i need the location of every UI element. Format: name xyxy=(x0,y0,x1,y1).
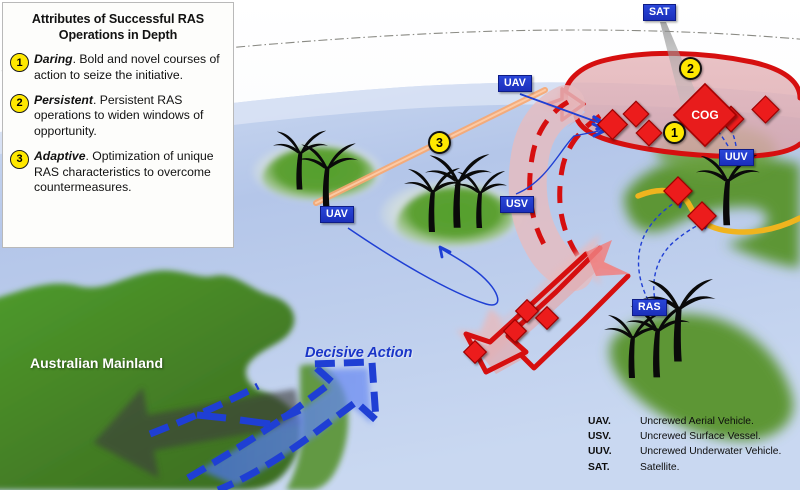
panel-title: Attributes of Successful RAS Operations … xyxy=(31,12,205,43)
cog-label: COG xyxy=(691,108,718,122)
abbrev-row-sat: SAT. Satellite. xyxy=(588,461,781,476)
island-center xyxy=(380,180,524,248)
abbrev-row-uav: UAV. Uncrewed Aerial Vehicle. xyxy=(588,415,781,430)
abbrev-key-sat: SAT. xyxy=(588,461,610,473)
attribute-text-3: Adaptive. Optimization of unique RAS cha… xyxy=(34,149,225,196)
abbrev-key-uuv: UUV. xyxy=(588,446,612,458)
attribute-term-1: Daring xyxy=(34,52,73,67)
palm-trees xyxy=(273,130,760,378)
mainland-label: Australian Mainland xyxy=(30,355,164,371)
decisive-action-label: Decisive Action xyxy=(305,345,413,361)
abbrev-value-sat: Satellite. xyxy=(640,461,680,473)
map-label-ras[interactable]: RAS xyxy=(632,299,667,317)
attribute-item-2: 2 Persistent. Persistent RAS operations … xyxy=(9,93,225,140)
callout-marker-3[interactable]: 3 xyxy=(428,131,451,154)
attributes-panel: Attributes of Successful RAS Operations … xyxy=(2,2,234,248)
attribute-body-2: . Persistent RAS operations to widen win… xyxy=(34,92,204,139)
callout-marker-1[interactable]: 1 xyxy=(663,121,686,144)
map-label-usv[interactable]: USV xyxy=(500,196,535,214)
attribute-item-1: 1 Daring. Bold and novel courses of acti… xyxy=(9,52,225,83)
island-east-large xyxy=(624,153,800,268)
attribute-term-2: Persistent xyxy=(34,92,93,107)
attribute-term-3: Adaptive xyxy=(34,148,86,163)
attribute-item-3: 3 Adaptive. Optimization of unique RAS c… xyxy=(9,149,225,196)
abbrev-key-usv: USV. xyxy=(588,431,612,443)
mainland-grey-arrow xyxy=(93,387,302,478)
map-label-sat[interactable]: SAT xyxy=(643,4,676,22)
abbrev-value-usv: Uncrewed Surface Vessel. xyxy=(640,431,761,443)
enemy-unit-diamonds xyxy=(462,82,780,365)
map-label-uuv[interactable]: UUV xyxy=(719,149,754,167)
abbrev-row-usv: USV. Uncrewed Surface Vessel. xyxy=(588,430,781,445)
attribute-body-3: . Optimization of unique RAS characteris… xyxy=(34,148,214,195)
attribute-text-1: Daring. Bold and novel courses of action… xyxy=(34,52,225,83)
abbreviation-legend: UAV. Uncrewed Aerial Vehicle. USV. Uncre… xyxy=(588,415,781,476)
abbrev-value-uuv: Uncrewed Underwater Vehicle. xyxy=(640,446,782,458)
island-west xyxy=(252,142,384,202)
cog-diamond xyxy=(672,82,738,148)
attribute-body-1: . Bold and novel courses of action to se… xyxy=(34,52,220,82)
attribute-bullet-2: 2 xyxy=(10,93,29,113)
map-label-uav-west[interactable]: UAV xyxy=(320,206,354,224)
abbrev-key-uav: UAV. xyxy=(588,416,611,427)
map-label-uav-north[interactable]: UAV xyxy=(498,75,532,93)
blue-decisive-action-arrow xyxy=(148,358,380,490)
attribute-bullet-3: 3 xyxy=(10,149,29,169)
blue-strait-dashes xyxy=(196,406,302,428)
attribute-bullet-1: 1 xyxy=(10,53,29,73)
abbrev-row-uuv: UUV. Uncrewed Underwater Vehicle. xyxy=(588,445,781,460)
callout-marker-2[interactable]: 2 xyxy=(679,57,702,80)
abbrev-value-uav: Uncrewed Aerial Vehicle. xyxy=(640,416,754,427)
attribute-text-2: Persistent. Persistent RAS operations to… xyxy=(34,93,225,140)
